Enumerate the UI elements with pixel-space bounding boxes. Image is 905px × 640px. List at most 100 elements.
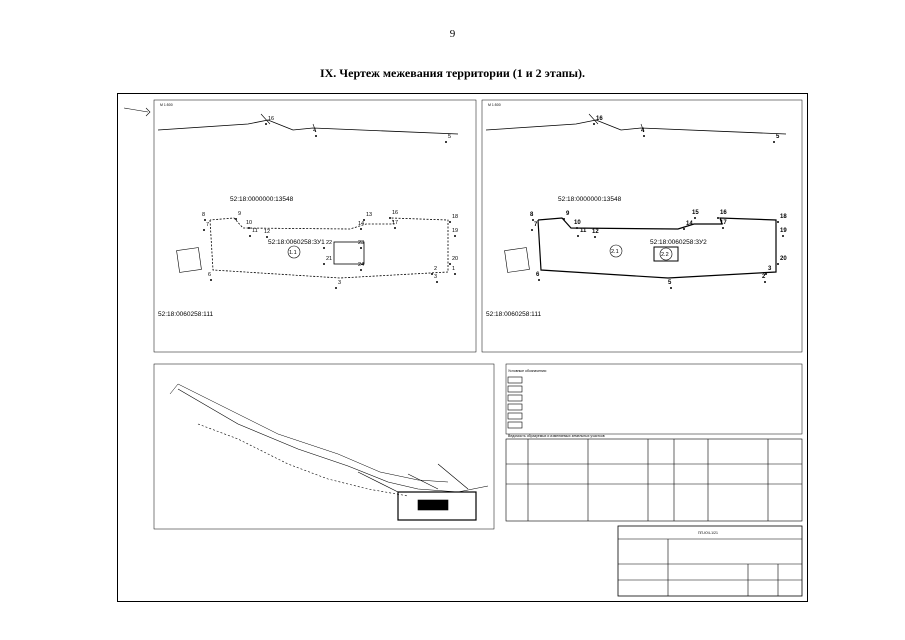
boundary-point-marker <box>722 227 724 229</box>
plot-label-1: 1.1 <box>289 250 297 256</box>
boundary-point-marker <box>764 281 766 283</box>
boundary-point-label: 20 <box>452 256 458 262</box>
boundary-point-marker <box>449 221 451 223</box>
boundary-point-marker <box>777 263 779 265</box>
boundary-point-marker <box>577 235 579 237</box>
boundary-point-marker <box>643 135 645 137</box>
boundary-point-marker <box>335 287 337 289</box>
boundary-point-marker <box>449 263 451 265</box>
cadastral-big-1: 52:18:0000000:13548 <box>230 196 294 203</box>
boundary-point-label: 3 <box>768 266 772 272</box>
boundary-point-marker <box>265 123 267 125</box>
boundary-point-marker <box>360 247 362 249</box>
boundary-point-marker <box>323 263 325 265</box>
boundary-point-marker <box>445 141 447 143</box>
boundary-point-label: 5 <box>668 280 672 286</box>
boundary-point-marker <box>249 235 251 237</box>
boundary-point-label: 14 <box>358 221 364 227</box>
boundary-point-marker <box>315 135 317 137</box>
boundary-point-label: 6 <box>208 272 211 278</box>
boundary-point-marker <box>203 229 205 231</box>
boundary-point-label: 5 <box>448 134 451 140</box>
boundary-point-label: 3 <box>434 274 437 280</box>
survey-drawing: М 1:500 52:18:0000000:13548 52:18:006025… <box>123 99 803 597</box>
boundary-point-marker <box>204 219 206 221</box>
boundary-point-label: 23 <box>358 240 364 246</box>
boundary-point-marker <box>694 217 696 219</box>
boundary-point-label: 9 <box>238 211 241 217</box>
boundary-point-marker <box>717 217 719 219</box>
table-title: Ведомость образуемых и изменяемых земель… <box>508 434 605 438</box>
plot-label-2b: 2.2 <box>661 252 669 258</box>
drawing-sheet: М 1:500 52:18:0000000:13548 52:18:006025… <box>117 93 808 602</box>
boundary-point-marker <box>394 227 396 229</box>
zu-label-2: 52:18:0060258:ЗУ2 <box>650 239 707 246</box>
boundary-point-marker <box>454 235 456 237</box>
boundary-point-label: 8 <box>202 212 205 218</box>
boundary-point-label: 17 <box>720 220 727 226</box>
boundary-point-marker <box>266 236 268 238</box>
boundary-point-label: 3 <box>338 280 341 286</box>
boundary-point-label: 6 <box>536 272 540 278</box>
boundary-point-marker <box>782 235 784 237</box>
boundary-point-label: 16 <box>268 116 274 122</box>
boundary-point-label: 16 <box>596 116 603 122</box>
boundary-point-label: 18 <box>780 214 787 220</box>
boundary-point-label: 4 <box>313 128 316 134</box>
boundary-point-label: 5 <box>776 134 780 140</box>
boundary-point-marker <box>210 279 212 281</box>
boundary-point-marker <box>576 227 578 229</box>
boundary-point-label: 17 <box>392 220 398 226</box>
boundary-point-marker <box>563 218 565 220</box>
boundary-point-label: 19 <box>452 228 458 234</box>
boundary-point-label: 9 <box>566 211 570 217</box>
boundary-point-label: 11 <box>580 228 587 234</box>
page-title: IX. Чертеж межевания территории (1 и 2 э… <box>319 66 586 80</box>
boundary-point-marker <box>538 279 540 281</box>
stamp-code: ПП-ЮЧ-1/21 <box>698 531 718 535</box>
boundary-point-label: 1 <box>452 266 455 272</box>
boundary-point-label: 10 <box>246 220 252 226</box>
boundary-point-label: 4 <box>641 128 645 134</box>
boundary-point-marker <box>248 227 250 229</box>
boundary-point-marker <box>593 123 595 125</box>
boundary-point-label: 11 <box>252 228 258 234</box>
boundary-point-label: 21 <box>326 256 332 262</box>
boundary-point-marker <box>235 218 237 220</box>
boundary-point-label: 19 <box>780 228 787 234</box>
cadastral-big-2: 52:18:0000000:13548 <box>558 196 622 203</box>
boundary-point-label: 8 <box>530 212 534 218</box>
boundary-point-marker <box>683 228 685 230</box>
boundary-point-label: 2 <box>434 266 437 272</box>
page-number: 9 <box>449 28 456 40</box>
boundary-point-label: 20 <box>780 256 787 262</box>
boundary-point-marker <box>389 217 391 219</box>
boundary-point-label: 22 <box>326 240 332 246</box>
boundary-point-marker <box>765 273 767 275</box>
boundary-point-label: 18 <box>452 214 458 220</box>
cadastral-small-2: 52:18:0060258:111 <box>486 311 541 318</box>
boundary-point-marker <box>431 273 433 275</box>
boundary-point-marker <box>360 269 362 271</box>
legend-title: Условные обозначения: <box>508 369 547 373</box>
stage1-scale: М 1:500 <box>160 103 173 107</box>
boundary-point-marker <box>777 221 779 223</box>
boundary-point-label: 2 <box>762 274 766 280</box>
boundary-point-label: 15 <box>692 210 699 216</box>
boundary-point-label: 12 <box>592 229 599 235</box>
cadastral-small-1: 52:18:0060258:111 <box>158 311 213 318</box>
boundary-point-marker <box>360 228 362 230</box>
boundary-point-marker <box>454 273 456 275</box>
north-arrow-icon <box>123 107 151 117</box>
boundary-point-label: 13 <box>366 212 372 218</box>
boundary-point-marker <box>363 219 365 221</box>
zu-label-1: 52:18:0060258:ЗУ1 <box>268 239 325 246</box>
boundary-point-label: 16 <box>720 210 727 216</box>
boundary-point-marker <box>773 141 775 143</box>
plot-label-2a: 2.1 <box>611 249 619 255</box>
boundary-point-marker <box>670 287 672 289</box>
boundary-point-label: 7 <box>534 222 538 228</box>
boundary-point-marker <box>436 281 438 283</box>
